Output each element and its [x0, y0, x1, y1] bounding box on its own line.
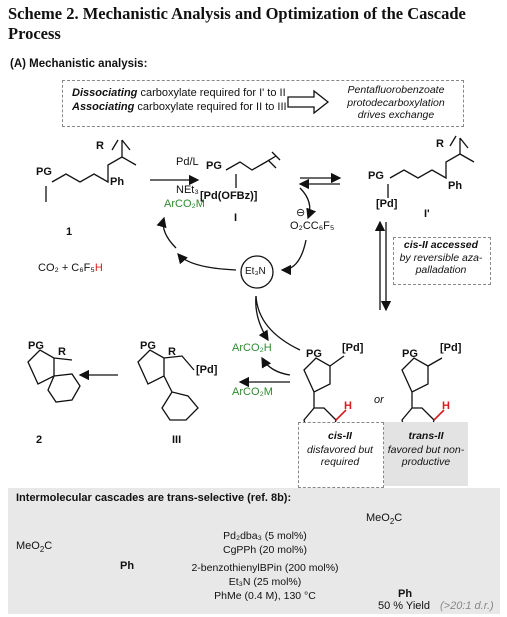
dr-label: (>20:1 d.r.) [440, 600, 494, 612]
bottom-title: Intermolecular cascades are trans-select… [16, 492, 292, 504]
byproducts-label: CO₂ + C₆F₅H [38, 262, 103, 274]
cis-II-text: disfavored but required [307, 444, 373, 468]
catalyst-circle [240, 255, 274, 289]
reagent-pd-l: Pd/L [176, 156, 199, 168]
section-subtitle: (A) Mechanistic analysis: [10, 58, 148, 70]
cis-h-bond [335, 409, 347, 421]
condition-2: CgPPh (20 mol%) [222, 544, 308, 556]
or-label: or [374, 394, 384, 406]
mechanism-summary-box [62, 80, 464, 127]
dissociating-label: Dissociating [72, 87, 138, 99]
associating-text: carboxylate required for II to III [134, 101, 287, 113]
compound-1-label: 1 [66, 226, 73, 238]
pd-label-III: [Pd] [196, 364, 218, 376]
cis-II-box [298, 422, 384, 488]
mechanism-summary-text: Dissociating carboxylate required for I'… [72, 86, 287, 114]
bottom-example-panel [8, 488, 500, 614]
associating-label: Associating [72, 101, 135, 113]
carboxylate-label: O₂CC₆F₅ [290, 220, 335, 232]
bottom-product-ph: Ph [398, 588, 413, 600]
r-label-2: R [58, 346, 66, 358]
compound-III-label: III [172, 434, 182, 446]
compound-III-ring [137, 349, 199, 421]
ph-label-1: Ph [110, 176, 125, 188]
bottom-ph-label: Ph [120, 560, 135, 572]
reagent-net3: NEt₃ [176, 184, 199, 196]
pd-label-trans: [Pd] [440, 342, 462, 354]
salt-label: ArCO₂M [232, 386, 273, 398]
yield-label: 50 % Yield [378, 600, 430, 612]
pg-label-III: PG [140, 340, 156, 352]
pg-label-trans: PG [402, 348, 418, 360]
pd-label-cis: [Pd] [342, 342, 364, 354]
trans-II-label: trans-II [408, 430, 444, 442]
r-label-Iprime: R [436, 138, 444, 150]
catalyst-label: Et₃N [245, 266, 266, 277]
complex-Iprime-chain [389, 135, 475, 180]
reagent-arco2m: ArCO₂M [164, 198, 205, 210]
pg-label-cis: PG [306, 348, 322, 360]
cis-access-note: cis-II accessed by reversible aza-pallad… [393, 239, 489, 277]
cis-access-note-box [393, 237, 491, 285]
h-label-cis: H [344, 400, 352, 412]
dissociating-text: carboxylate required for I' to II [137, 87, 286, 99]
ph-label-Iprime: Ph [448, 180, 463, 192]
r-label-1: R [96, 140, 104, 152]
compound-1-chain [51, 139, 137, 184]
cis-access-body: by reversible aza-palladation [399, 251, 483, 277]
minus-sign: ⊖ [296, 207, 306, 219]
cis-access-title: cis-II accessed [403, 239, 479, 251]
compound-2-ring [27, 349, 81, 403]
pd-complex-label: [Pd(OFBz)] [200, 190, 258, 202]
condition-4: Et₃N (25 mol%) [228, 576, 302, 588]
r-label-III: R [168, 346, 176, 358]
pg-label-2: PG [28, 340, 44, 352]
pg-label-1: PG [36, 166, 52, 178]
trans-II-box [384, 422, 468, 486]
trans-h-bond [433, 409, 445, 421]
complex-I-label: I [234, 212, 238, 224]
hollow-arrow-icon [287, 89, 330, 115]
complex-Iprime-label: I' [424, 208, 430, 220]
pg-label-Iprime: PG [368, 170, 384, 182]
pentafluorobenzoate-note: Pentafluorobenzoate protodecarboxylation… [347, 84, 445, 121]
complex-I-chain [225, 151, 281, 171]
condition-3: 2-benzothienylBPin (200 mol%) [191, 562, 339, 574]
cis-II-label: cis-II [328, 430, 352, 442]
h-label-trans: H [442, 400, 450, 412]
trans-II-text: favored but non-productive [387, 444, 465, 468]
compound-2-label: 2 [36, 434, 43, 446]
bottom-product-label: MeO2C [366, 512, 403, 527]
pd-label-Iprime: [Pd] [376, 198, 398, 210]
condition-5: PhMe (0.4 M), 130 °C [214, 590, 316, 602]
condition-1: Pd₂dba₃ (5 mol%) [223, 530, 307, 542]
bottom-substrate-label: MeO2C [16, 540, 53, 555]
acid-label: ArCO₂H [232, 342, 272, 354]
pg-label-I: PG [206, 160, 222, 172]
scheme-title: Scheme 2. Mechanistic Analysis and Optim… [8, 4, 466, 43]
